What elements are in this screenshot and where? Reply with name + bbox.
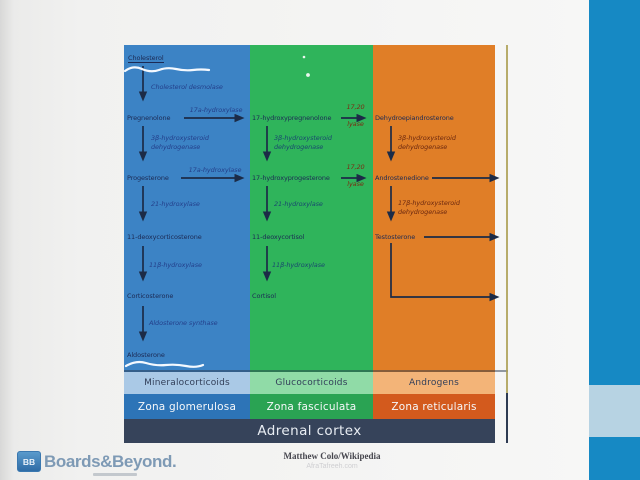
band-glucocorticoids: Glucocorticoids xyxy=(250,372,373,394)
molecule-11-deoxycortisol: 11-deoxycortisol xyxy=(252,233,305,241)
enzyme-3b-hsd-orange-line2: dehydrogenase xyxy=(398,143,448,151)
molecule-cortisol: Cortisol xyxy=(252,292,276,300)
molecule-progesterone: Progesterone xyxy=(127,174,169,182)
molecule-aldosterone: Aldosterone xyxy=(127,351,165,359)
molecule-corticosterone: Corticosterone xyxy=(127,292,174,300)
band-androgens: Androgens xyxy=(373,372,495,394)
enzyme-3b-hsd-green-line2: dehydrogenase xyxy=(274,143,324,151)
molecule-testosterone: Testosterone xyxy=(375,233,416,241)
enzyme-1720-lyase-top-1: 17,20 xyxy=(346,103,365,111)
enzyme-3b-hsd-orange-line1: 3β-hydroxysteroid xyxy=(398,134,456,142)
molecule-androstenedione: Androstenedione xyxy=(375,174,429,182)
right-rail xyxy=(589,0,640,480)
zona-fasciculata-label: Zona fasciculata xyxy=(266,400,357,413)
enzyme-17b-hsd-line1: 17β-hydroxysteroid xyxy=(398,199,460,207)
rail-top-block xyxy=(589,0,640,385)
boards-beyond-logo-icon: BB xyxy=(17,451,41,472)
enzyme-21-hydroxylase-blue: 21-hydroxylase xyxy=(151,200,200,208)
enzyme-1720-lyase-bottom-1: lyase xyxy=(347,120,364,128)
molecule-pregnenolone: Pregnenolone xyxy=(127,114,171,122)
column-zona-reticularis xyxy=(373,45,495,372)
band-mineralocorticoids: Mineralocorticoids xyxy=(124,372,250,394)
zona-glomerulosa-label: Zona glomerulosa xyxy=(137,400,237,413)
adrenal-cortex-label: Adrenal cortex xyxy=(257,423,362,439)
enzyme-1720-lyase-top-2: 17,20 xyxy=(346,163,365,171)
enzyme-21-hydroxylase-green: 21-hydroxylase xyxy=(274,200,323,208)
watermark-text: AfraTafreeh.com xyxy=(306,463,358,470)
enzyme-3b-hsd-blue-line2: dehydrogenase xyxy=(151,143,201,151)
band-zona-reticularis: Zona reticularis xyxy=(373,394,495,419)
enzyme-17a-hydroxylase-2: 17a-hydroxylase xyxy=(188,166,242,174)
logo-monogram: BB xyxy=(22,456,36,467)
enzyme-aldosterone-synthase: Aldosterone synthase xyxy=(149,319,218,327)
enzyme-17a-hydroxylase-1: 17a-hydroxylase xyxy=(189,106,243,114)
enzyme-cholesterol-desmolase: Cholesterol desmolase xyxy=(151,83,223,91)
band-adrenal-cortex: Adrenal cortex xyxy=(124,419,495,443)
enzyme-3b-hsd-blue-line1: 3β-hydroxysteroid xyxy=(151,134,209,142)
boards-beyond-wordmark: Boards&Beyond. xyxy=(44,452,177,471)
molecule-dehydroepiandrosterone: Dehydroepiandrosterone xyxy=(375,114,454,122)
right-guide-line-dark xyxy=(506,393,508,443)
molecule-17-hydroxyprogesterone: 17-hydroxyprogesterone xyxy=(252,174,330,182)
band-glucocorticoids-label: Glucocorticoids xyxy=(275,378,348,388)
rail-bottom-block xyxy=(589,437,640,480)
column-zona-fasciculata xyxy=(250,45,373,372)
band-mineralocorticoids-label: Mineralocorticoids xyxy=(144,378,230,388)
rail-accent-block xyxy=(589,385,640,437)
column-band-separator xyxy=(124,370,508,372)
molecule-17-hydroxypregnenolone: 17-hydroxypregnenolone xyxy=(252,114,332,122)
logo-tagline xyxy=(93,473,137,476)
enzyme-11b-hydroxylase-blue: 11β-hydroxylase xyxy=(149,261,202,269)
zona-reticularis-label: Zona reticularis xyxy=(391,400,477,413)
molecule-cholesterol: Cholesterol xyxy=(128,54,164,63)
image-attribution: Matthew Colo/Wikipedia xyxy=(283,451,381,461)
right-guide-line-yellow xyxy=(506,45,508,393)
band-zona-glomerulosa: Zona glomerulosa xyxy=(124,394,250,419)
band-androgens-label: Androgens xyxy=(408,378,460,388)
enzyme-17b-hsd-line2: dehydrogenase xyxy=(398,208,448,216)
enzyme-3b-hsd-green-line1: 3β-hydroxysteroid xyxy=(274,134,332,142)
enzyme-11b-hydroxylase-green: 11β-hydroxylase xyxy=(272,261,325,269)
band-zona-fasciculata: Zona fasciculata xyxy=(250,394,373,419)
molecule-11-deoxycorticosterone: 11-deoxycorticosterone xyxy=(127,233,202,241)
enzyme-1720-lyase-bottom-2: lyase xyxy=(347,180,364,188)
